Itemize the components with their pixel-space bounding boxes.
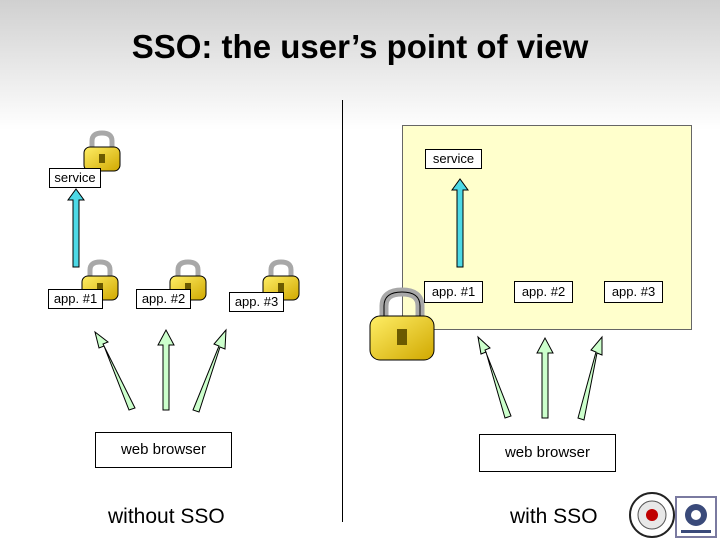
university-seal-logo <box>629 492 675 538</box>
app-box-left-1: app. #1 <box>48 289 103 309</box>
sso-padlock-icon <box>369 287 435 361</box>
app-box-right-1: app. #1 <box>424 281 483 303</box>
slide-title: SSO: the user’s point of view <box>131 28 589 65</box>
caption-without-sso: without SSO <box>108 505 225 528</box>
browser-arrow-left-2 <box>157 328 175 411</box>
caption-with-sso: with SSO <box>510 505 598 528</box>
service-box-left: service <box>49 168 101 188</box>
infn-logo <box>675 496 717 538</box>
app-box-left-3: app. #3 <box>229 292 284 312</box>
browser-box-left: web browser <box>95 432 232 468</box>
app-box-right-2: app. #2 <box>514 281 573 303</box>
browser-arrow-right-1 <box>477 335 512 419</box>
service-box-right: service <box>425 149 482 169</box>
service-arrow-left <box>67 188 85 268</box>
app-box-left-2: app. #2 <box>136 289 191 309</box>
browser-arrow-left-1 <box>94 330 136 411</box>
browser-arrow-right-2 <box>536 336 554 419</box>
app-box-right-3: app. #3 <box>604 281 663 303</box>
service-arrow-right <box>451 178 469 268</box>
browser-arrow-left-3 <box>192 328 227 413</box>
browser-box-right: web browser <box>479 434 616 472</box>
center-divider <box>342 100 343 522</box>
browser-arrow-right-3 <box>577 335 603 421</box>
padlock-icon <box>83 130 121 172</box>
